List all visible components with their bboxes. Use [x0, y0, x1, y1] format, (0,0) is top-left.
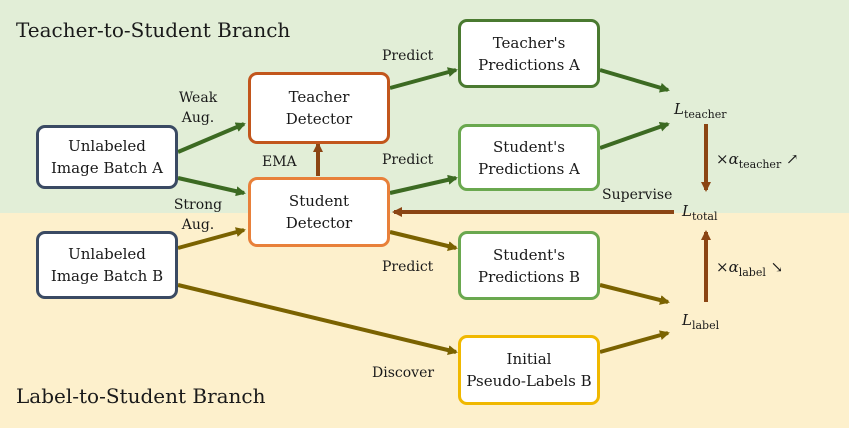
node-line: Predictions B: [478, 267, 580, 286]
loss-symbol: L: [682, 202, 692, 220]
node-line: Teacher's: [492, 33, 566, 52]
alpha-prefix: ×α: [716, 150, 739, 168]
alpha-prefix: ×α: [716, 258, 739, 276]
pseudo-to-loss-arrow: [599, 330, 670, 354]
increase-trend-icon: ↗: [786, 150, 799, 168]
node-line: Unlabeled: [68, 137, 146, 155]
student-pred-a-to-loss-arrow: [599, 121, 670, 150]
label-line: Aug.: [181, 110, 215, 126]
node-line: Detector: [285, 110, 353, 128]
student-predict-b-arrow: [389, 230, 458, 251]
student-predict-a-arrow: [389, 174, 458, 195]
ema-label: EMA: [262, 154, 297, 170]
loss-symbol: L: [682, 311, 692, 329]
node-line: Image Batch A: [51, 159, 163, 177]
discover-arrow: [177, 283, 458, 355]
loss-label: Llabel: [682, 311, 719, 332]
alpha-subscript: label: [738, 266, 766, 279]
predict-student-b-label: Predict: [382, 259, 434, 275]
label-branch-title: Label-to-Student Branch: [16, 384, 266, 408]
student-pred-b-to-loss-arrow: [599, 283, 670, 305]
loss-symbol: L: [674, 100, 684, 118]
alpha-teacher-weight: ×αteacher ↗: [716, 150, 799, 171]
node-line: Student's: [493, 137, 565, 156]
node-line: Initial: [506, 350, 552, 368]
alpha-label-weight: ×αlabel ↘: [716, 258, 783, 279]
batch-b-to-student-arrow: [177, 227, 246, 250]
loss-total: Ltotal: [682, 202, 718, 223]
loss-subscript: teacher: [683, 108, 727, 121]
discover-label: Discover: [372, 365, 435, 381]
loss-teacher: Lteacher: [674, 100, 726, 121]
teacher-branch-title: Teacher-to-Student Branch: [16, 18, 291, 42]
label-line: Weak: [178, 90, 218, 106]
label-line: Strong: [173, 197, 223, 213]
strong-aug-to-student-arrow: [177, 176, 246, 197]
node-line: Predictions A: [478, 55, 580, 74]
node-line: Teacher: [288, 88, 350, 106]
supervise-label: Supervise: [602, 187, 673, 203]
node-line: Student: [288, 192, 350, 210]
node-line: Pseudo-Labels B: [466, 372, 592, 390]
teacher-pred-to-loss-arrow: [599, 68, 670, 93]
decrease-trend-icon: ↘: [770, 258, 784, 276]
alpha-subscript: teacher: [738, 158, 782, 171]
predict-student-a-label: Predict: [382, 152, 434, 168]
label-line: Aug.: [181, 217, 215, 233]
node-line: Predictions A: [478, 159, 580, 178]
node-line: Detector: [285, 214, 353, 232]
teacher-predict-arrow: [389, 67, 458, 90]
weak-aug-arrow: [177, 122, 246, 154]
predict-teacher-label: Predict: [382, 48, 434, 64]
node-line: Image Batch B: [50, 267, 164, 285]
node-line: Student's: [493, 245, 565, 264]
node-line: Unlabeled: [68, 245, 146, 263]
loss-subscript: total: [691, 210, 718, 223]
loss-subscript: label: [691, 319, 720, 332]
